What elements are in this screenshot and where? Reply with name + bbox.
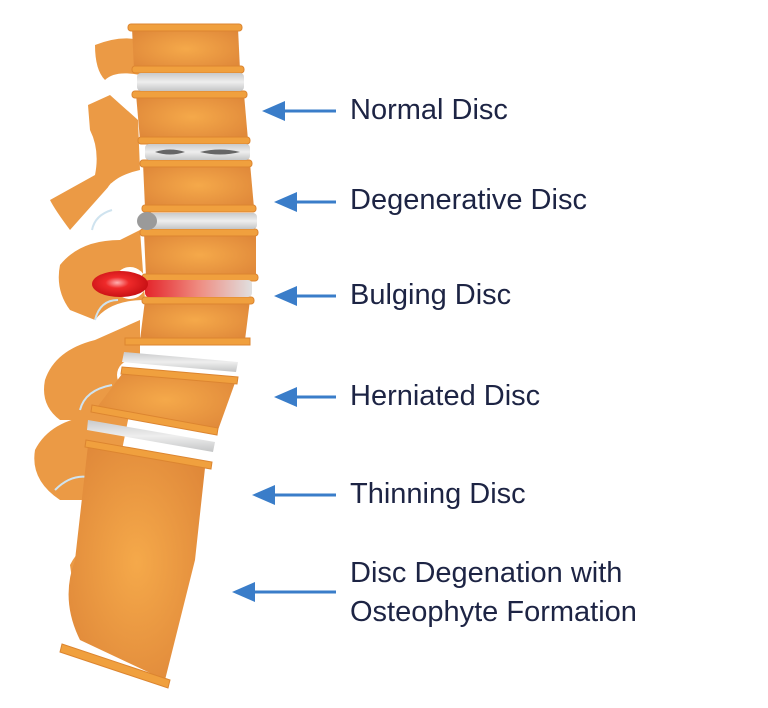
degenerative-disc [145, 144, 250, 160]
endplates [59, 23, 259, 689]
arrow-icon [262, 101, 336, 121]
label-osteophyte-line2: Osteophyte Formation [350, 596, 637, 628]
label-herniated-disc: Herniated Disc [350, 380, 541, 412]
arrow-icon [232, 582, 336, 602]
label-thinning-disc: Thinning Disc [350, 478, 526, 510]
bulging-disc [137, 212, 257, 230]
arrow-icon [274, 192, 336, 212]
normal-disc [137, 73, 244, 91]
arrow-icon [274, 286, 336, 306]
arrow-icon [252, 485, 336, 505]
arrows [232, 101, 336, 602]
thinning-disc [122, 352, 238, 372]
label-bulging-disc: Bulging Disc [350, 279, 512, 311]
vertebral-bodies [68, 28, 256, 680]
label-normal-disc: Normal Disc [350, 94, 508, 126]
label-osteophyte-line1: Disc Degenation with [350, 557, 623, 589]
label-degenerative-disc: Degenerative Disc [350, 184, 587, 216]
osteophyte-disc [87, 420, 215, 452]
arrow-icon [274, 387, 336, 407]
herniated-disc [92, 271, 252, 297]
